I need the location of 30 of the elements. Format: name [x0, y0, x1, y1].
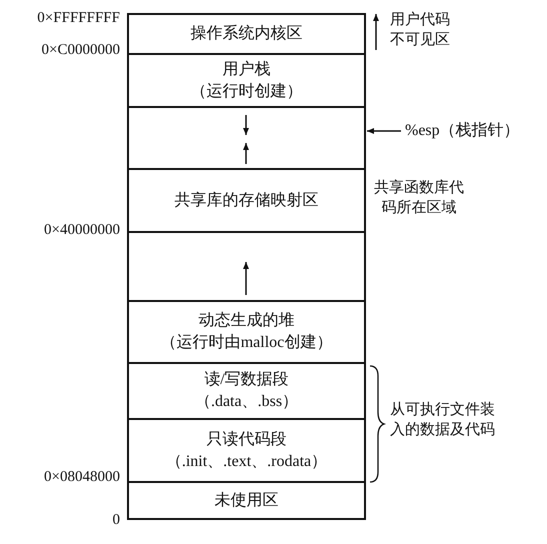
address-label: 0×C0000000: [42, 41, 120, 60]
memory-region: [127, 364, 366, 420]
region-name: 共享库的存储映射区: [174, 190, 318, 210]
region-name: 未使用区: [214, 490, 278, 510]
memory-region: [127, 13, 366, 55]
memory-region: [127, 55, 366, 108]
address-label: 0×FFFFFFFF: [37, 9, 120, 28]
free-region: [127, 233, 366, 302]
region-name: 只读代码段: [206, 430, 286, 450]
region-name: 动态生成的堆: [198, 310, 294, 331]
address-label: 0×40000000: [44, 221, 120, 240]
region-note: （.data、.bss）: [194, 392, 298, 412]
region-name: 读/写数据段: [204, 370, 289, 390]
pointer-label: %esp（栈指针）: [405, 120, 520, 142]
region-note: 共享函数库代码所在区域: [373, 178, 465, 218]
region-note: 用户代码不可见区: [389, 10, 451, 50]
region-name: 用户栈: [222, 60, 270, 80]
leader-arrow: [367, 128, 401, 134]
address-label: 0: [112, 511, 120, 530]
region-note: （运行时创建）: [190, 82, 302, 102]
region-name: 操作系统内核区: [190, 24, 302, 44]
region-note: （运行时由malloc创建）: [160, 332, 332, 353]
address-label: 0×08048000: [44, 468, 120, 487]
memory-region: [127, 420, 366, 483]
memory-region: [127, 170, 366, 233]
free-region: [127, 108, 366, 170]
region-note: （.init、.text、.rodata）: [166, 452, 328, 472]
region-note: 从可执行文件装入的数据及代码: [389, 400, 496, 440]
memory-region: [127, 483, 366, 520]
memory-region: [127, 302, 366, 364]
